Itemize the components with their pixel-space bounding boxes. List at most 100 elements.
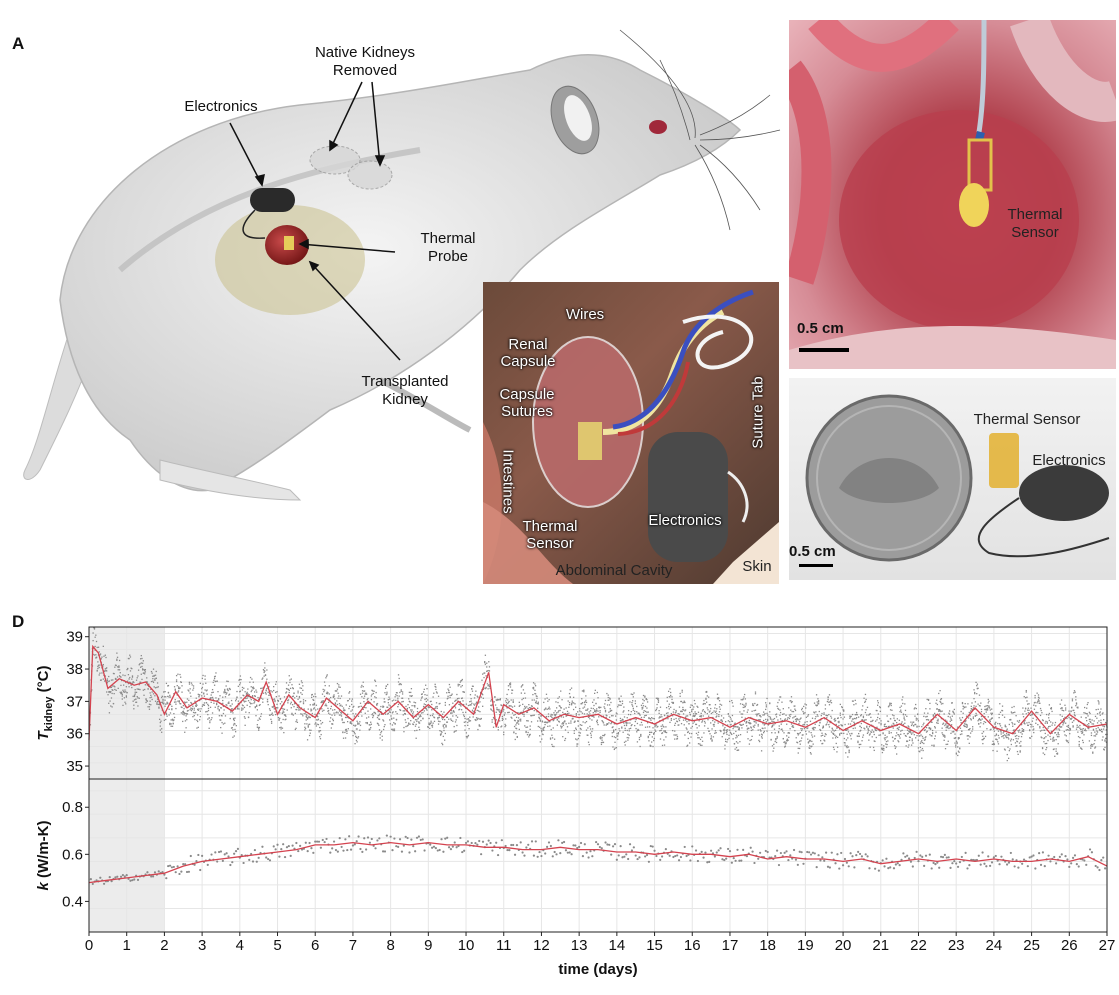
data-point-raw (364, 702, 366, 705)
data-point-raw (893, 723, 895, 725)
data-point-raw (686, 721, 688, 723)
data-point-raw (555, 716, 558, 719)
data-point-raw (836, 727, 838, 729)
data-point-raw (563, 713, 565, 715)
data-point-raw (807, 741, 810, 743)
data-point-raw (146, 871, 149, 874)
data-point-raw (148, 708, 151, 710)
data-point-raw (102, 663, 104, 666)
data-point-raw (402, 714, 404, 716)
data-point-raw (116, 652, 118, 654)
data-point-raw (1093, 720, 1095, 722)
data-point-raw (689, 706, 691, 708)
data-point-raw (112, 877, 115, 881)
data-point-raw (405, 725, 407, 728)
data-point-raw (124, 701, 126, 703)
data-point-raw (585, 709, 587, 711)
data-point-raw (489, 841, 492, 845)
inset-label-renal-capsule: Renal Capsule (500, 336, 556, 370)
data-point-raw (218, 710, 221, 712)
data-point-raw (1010, 743, 1013, 746)
data-point-raw (167, 685, 169, 687)
data-point-raw (397, 681, 400, 683)
data-point-raw (1079, 727, 1081, 729)
data-point-raw (140, 874, 143, 877)
data-point-raw (265, 693, 267, 695)
data-point-raw (724, 744, 726, 746)
data-point-raw (209, 706, 212, 708)
data-point-raw (255, 715, 257, 717)
data-point-raw (91, 689, 93, 691)
data-point-raw (909, 731, 911, 733)
data-point-raw (506, 707, 508, 709)
data-point-raw (298, 695, 301, 698)
data-point-raw (886, 743, 888, 746)
data-point-raw (1043, 753, 1046, 756)
data-point-raw (106, 667, 108, 669)
data-point-raw (622, 719, 624, 721)
data-point-raw (380, 843, 383, 846)
data-point-raw (209, 698, 211, 700)
data-point-raw (91, 882, 94, 886)
data-point-raw (828, 723, 830, 726)
data-point-raw (318, 731, 320, 733)
data-point-raw (294, 701, 296, 703)
data-point-raw (423, 688, 425, 691)
data-point-raw (838, 724, 840, 727)
data-point-raw (640, 704, 643, 706)
data-point-raw (444, 701, 446, 704)
data-point-raw (192, 687, 195, 689)
data-point-raw (156, 682, 159, 684)
data-point-raw (335, 712, 337, 714)
data-point-raw (439, 720, 441, 723)
data-point-raw (281, 727, 284, 729)
data-point-raw (698, 737, 700, 739)
data-point-raw (603, 724, 605, 726)
data-point-raw (936, 703, 939, 706)
data-point-raw (1026, 703, 1029, 705)
data-point-raw (196, 704, 198, 706)
data-point-raw (902, 714, 905, 716)
data-point-raw (461, 850, 464, 854)
data-point-raw (880, 724, 882, 726)
data-point-raw (169, 703, 172, 706)
data-point-raw (157, 703, 159, 706)
data-point-raw (749, 723, 751, 725)
data-point-raw (682, 709, 685, 711)
data-point-raw (226, 688, 229, 690)
data-point-raw (789, 715, 791, 718)
data-point-raw (562, 722, 564, 724)
data-point-raw (813, 702, 816, 704)
data-point-raw (644, 855, 647, 858)
data-point-raw (391, 717, 393, 719)
data-point-raw (731, 699, 733, 702)
data-point-raw (307, 708, 309, 710)
data-point-raw (258, 704, 261, 707)
data-point-raw (748, 727, 750, 730)
data-point-raw (551, 743, 553, 746)
data-point-raw (366, 836, 370, 839)
data-point-raw (195, 705, 197, 707)
data-point-raw (1064, 704, 1066, 706)
data-point-raw (285, 715, 287, 717)
data-point-raw (732, 738, 734, 740)
data-point-raw (463, 849, 466, 852)
data-point-raw (300, 700, 302, 703)
data-point-raw (165, 713, 168, 716)
data-point-raw (338, 695, 340, 697)
y-tick-label: 36 (66, 726, 83, 743)
data-point-raw (727, 729, 729, 731)
data-point-raw (967, 717, 970, 719)
data-point-raw (221, 715, 223, 717)
data-point-raw (414, 725, 417, 727)
data-point-raw (900, 709, 902, 711)
data-point-raw (610, 722, 613, 724)
data-point-raw (984, 735, 987, 738)
data-point-raw (539, 719, 542, 721)
data-point-raw (469, 716, 471, 718)
data-point-raw (384, 687, 387, 690)
data-point-raw (859, 725, 861, 727)
data-point-raw (197, 853, 200, 857)
data-point-raw (214, 675, 216, 677)
inset-thermal-sensor (578, 422, 602, 460)
